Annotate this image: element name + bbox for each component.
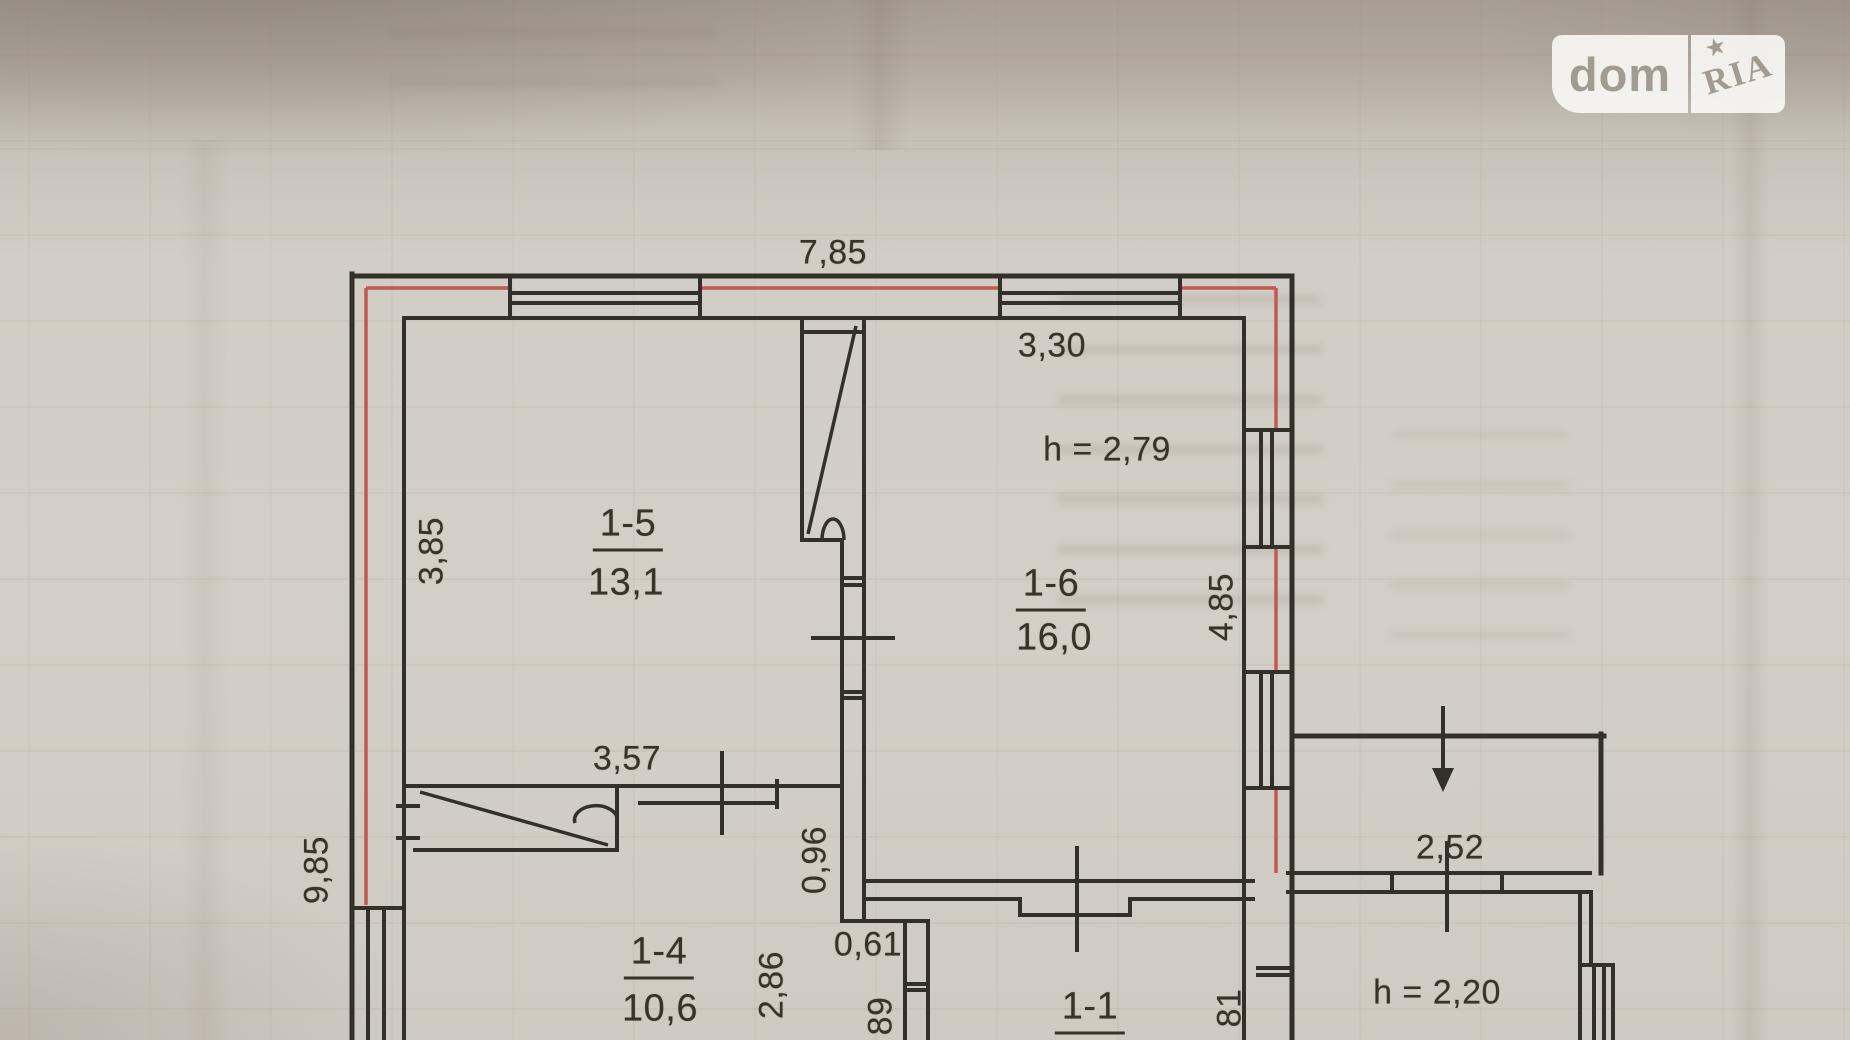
dimension-left-total: 9,85 [297,835,336,905]
dimension-annex-width: 2,52 [1415,828,1485,867]
dimension-81: 81 [1210,988,1249,1028]
room-area-1-6: 16,0 [1016,616,1092,659]
dimension-room15-depth: 3,85 [412,516,451,586]
dimension-89: 89 [861,996,900,1036]
room-area-1-5: 13,1 [588,561,664,604]
dom-logo: dom [1552,35,1688,113]
dimension-room16-ceiling-height: h = 2,79 [1043,430,1171,469]
dimension-annex-ceiling-height: h = 2,20 [1373,973,1501,1012]
room-label-1-5: 1-5 [592,503,664,552]
dimension-top-width: 7,85 [798,233,868,272]
outer-walls [349,271,1607,1040]
dimension-passage: 0,96 [795,825,834,895]
red-outline [364,286,1278,905]
domria-watermark: dom ★ RIA [1552,31,1785,113]
dimension-room16-width: 3,30 [1017,326,1087,365]
room-label-1-4: 1-4 [623,931,695,980]
room-area-1-4: 10,6 [622,987,698,1030]
room-label-1-6: 1-6 [1015,563,1087,612]
room-label-1-1: 1-1 [1054,986,1126,1035]
door-leaves [419,325,858,847]
dimension-room16-depth: 4,85 [1202,572,1241,642]
ria-logo: ★ RIA [1691,31,1785,113]
entrance-arrow-icon [1432,706,1454,792]
dimension-room15-width: 3,57 [592,739,662,778]
dimension-niche: 0,61 [833,925,903,964]
dimension-room14-depth: 2,86 [752,950,791,1020]
inner-walls [350,274,1615,1040]
